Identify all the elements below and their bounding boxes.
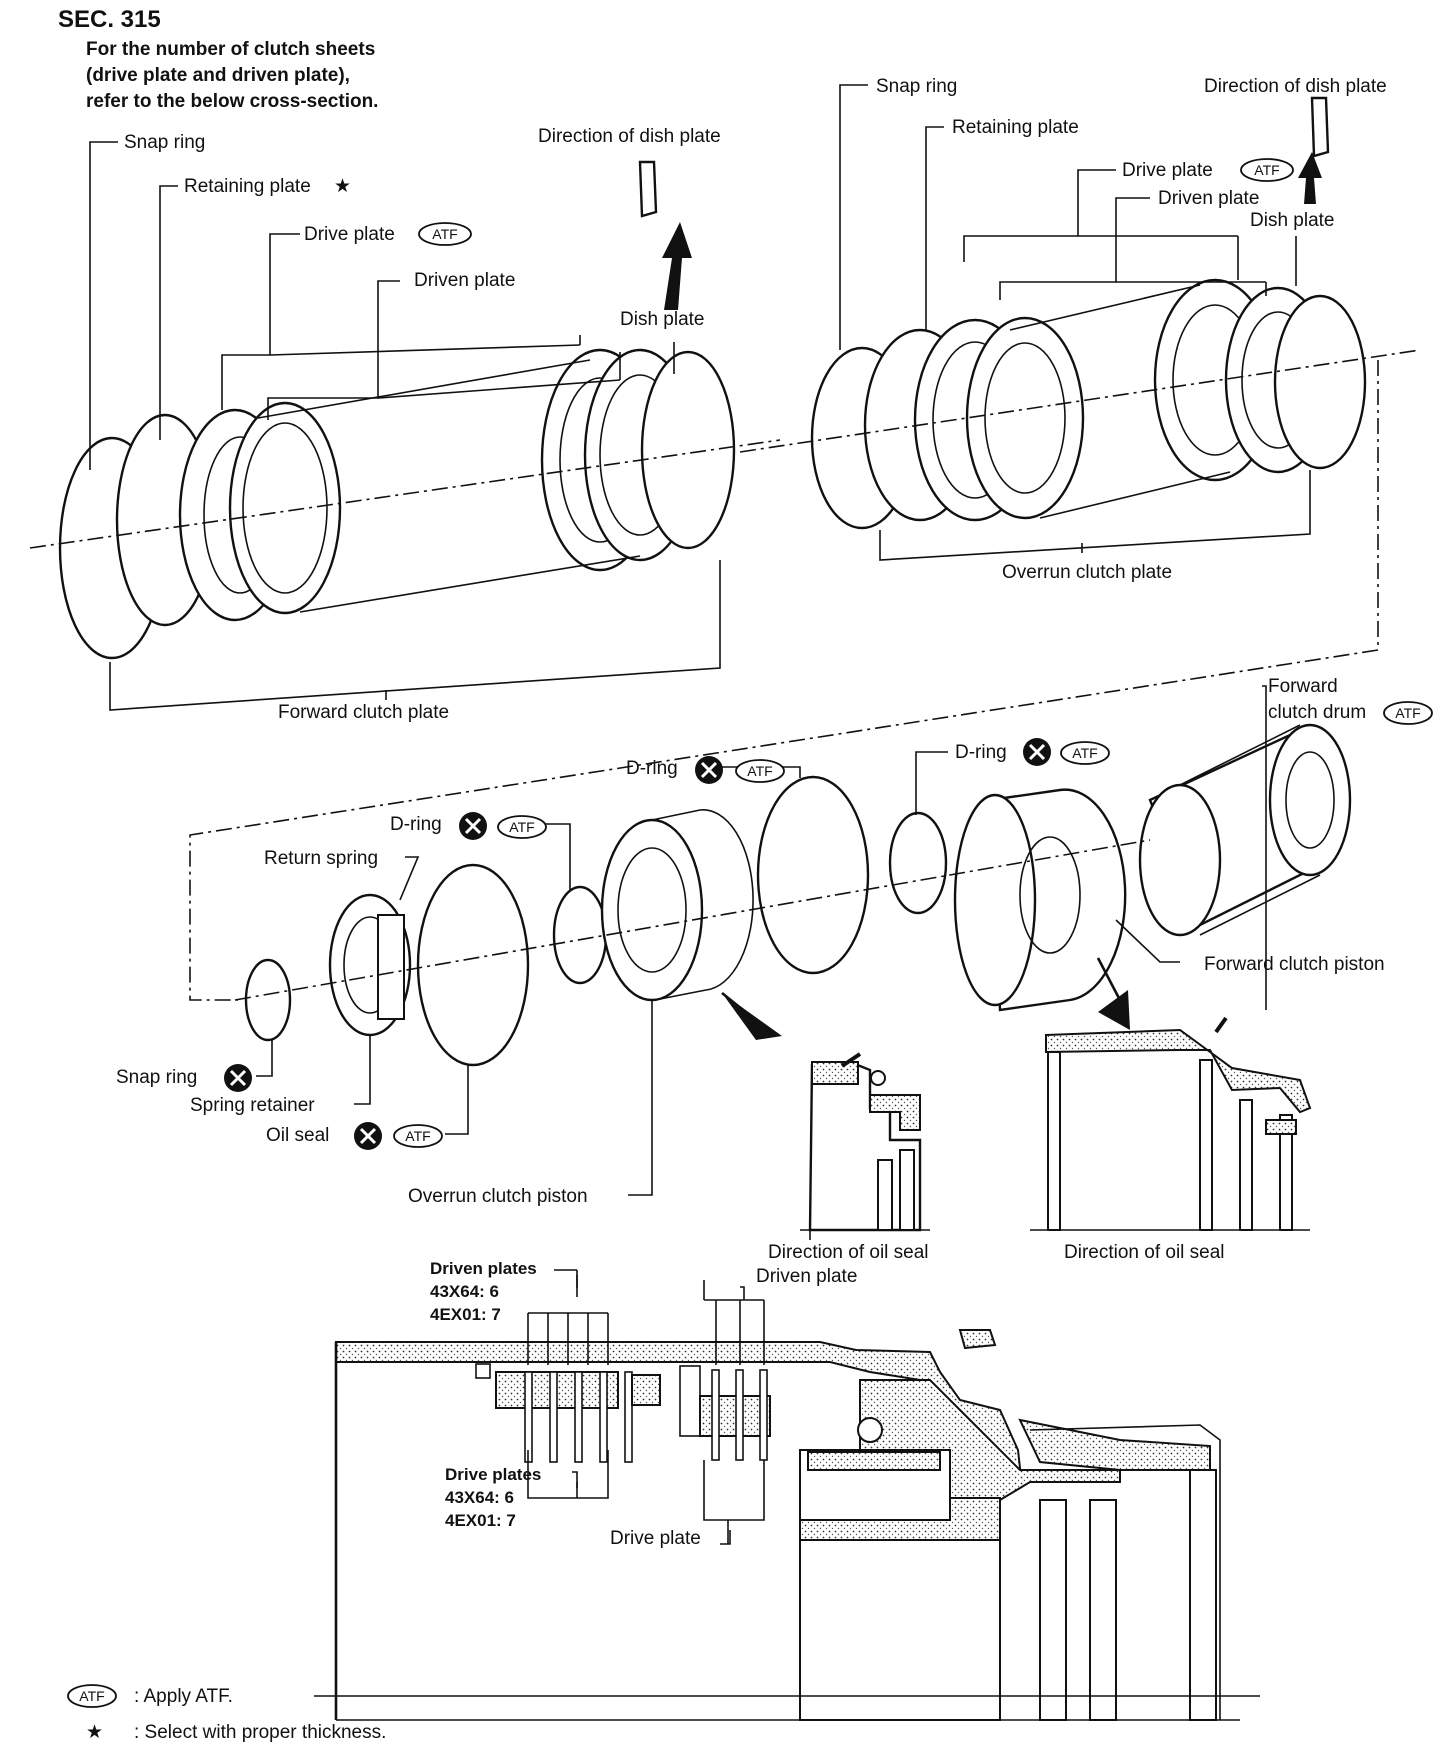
forward-clutch-plate-group: [29, 141, 781, 711]
note-line-1: For the number of clutch sheets: [86, 39, 375, 60]
spring-retainer-label: Spring retainer: [190, 1095, 315, 1116]
dish-plate-direction-icon: [638, 160, 692, 310]
section-number: SEC. 315: [58, 6, 161, 33]
forward-retaining-plate-label: Retaining plate: [184, 176, 311, 197]
x-mark-icon: [695, 756, 723, 784]
driven-plates-43x64: 43X64: 6: [430, 1282, 499, 1301]
legend-atf-description: : Apply ATF.: [134, 1686, 233, 1707]
forward-snap-ring-label: Snap ring: [124, 132, 205, 153]
overrun-direction-of-dish-plate-label: Direction of dish plate: [1204, 76, 1387, 97]
x-mark-icon: [224, 1064, 252, 1092]
d-ring-right-label: D-ring: [955, 742, 1007, 763]
return-spring-label: Return spring: [264, 848, 378, 869]
forward-clutch-plate-label: Forward clutch plate: [278, 702, 449, 723]
note-line-3: refer to the below cross-section.: [86, 91, 378, 112]
d-ring-right-part: [888, 811, 948, 915]
drum-and-pistons: [234, 685, 1352, 1196]
x-mark-icon: [459, 812, 487, 840]
driven-plates-4ex01: 4EX01: 7: [430, 1305, 501, 1324]
d-ring-left-label: D-ring: [390, 814, 442, 835]
d-ring-top-label: D-ring: [626, 758, 678, 779]
forward-clutch-piston-label: Forward clutch piston: [1204, 954, 1385, 975]
atf-badge: ATF: [1383, 701, 1433, 725]
legend-star-icon: ★: [86, 1722, 103, 1743]
x-mark-icon: [354, 1122, 382, 1150]
svg-text:ATF: ATF: [1395, 705, 1420, 721]
oil-seal-detail-left: [800, 1052, 930, 1240]
svg-text:ATF: ATF: [79, 1688, 104, 1704]
forward-clutch-drum-label-1: Forward: [1268, 676, 1338, 697]
direction-of-oil-seal-right-label: Direction of oil seal: [1064, 1242, 1225, 1263]
overrun-snap-ring-label: Snap ring: [876, 76, 957, 97]
star-mark: ★: [334, 176, 351, 197]
driven-plates-title: Driven plates: [430, 1259, 537, 1278]
oil-seal-label: Oil seal: [266, 1125, 329, 1146]
overrun-clutch-plate-group: [189, 84, 1421, 1001]
overrun-clutch-plate-label: Overrun clutch plate: [1002, 562, 1172, 583]
oil-seal-part: [416, 863, 530, 1067]
overrun-retaining-plate-label: Retaining plate: [952, 117, 1079, 138]
atf-badge: ATF: [418, 222, 472, 246]
d-ring-top-part: [756, 775, 870, 975]
driven-plate-label: Driven plate: [756, 1266, 857, 1287]
x-mark-icon: [1023, 738, 1051, 766]
drive-plates-4ex01: 4EX01: 7: [445, 1511, 516, 1530]
d-ring-left-part: [552, 885, 608, 985]
atf-badge: ATF: [1060, 741, 1110, 765]
forward-direction-of-dish-plate-label: Direction of dish plate: [538, 126, 721, 147]
atf-badge: ATF: [393, 1124, 443, 1148]
overrun-clutch-piston-label: Overrun clutch piston: [408, 1186, 588, 1207]
legend-atf-badge: ATF: [67, 1684, 117, 1708]
oil-seal-detail-right: [1030, 1016, 1312, 1231]
bottom-snap-ring-label: Snap ring: [116, 1067, 197, 1088]
svg-text:ATF: ATF: [1254, 162, 1279, 178]
dish-plate-part: [640, 350, 736, 550]
note-line-2: (drive plate and driven plate),: [86, 65, 350, 86]
svg-text:ATF: ATF: [1072, 745, 1097, 761]
overrun-dish-plate-direction-icon: [1298, 96, 1330, 204]
drive-plate-label: Drive plate: [610, 1528, 701, 1549]
overrun-clutch-piston-part: [600, 818, 704, 1002]
svg-text:ATF: ATF: [747, 763, 772, 779]
forward-drive-plate-label: Drive plate: [304, 224, 395, 245]
direction-of-oil-seal-left-label: Direction of oil seal: [768, 1242, 929, 1263]
svg-text:ATF: ATF: [432, 226, 457, 242]
overrun-driven-plate-label: Driven plate: [1158, 188, 1259, 209]
clutch-cross-section: [334, 1269, 1240, 1721]
overrun-dish-plate-label: Dish plate: [1250, 210, 1335, 231]
driven-plate-part: [228, 401, 342, 615]
drive-plates-43x64: 43X64: 6: [445, 1488, 514, 1507]
forward-clutch-drum-label-2: clutch drum: [1268, 702, 1366, 723]
svg-text:ATF: ATF: [405, 1128, 430, 1144]
legend-star-description: : Select with proper thickness.: [134, 1722, 386, 1743]
overrun-dish-plate-part: [1273, 294, 1367, 470]
snap-ring-small-part: [244, 958, 292, 1042]
forward-driven-plate-label: Driven plate: [414, 270, 515, 291]
atf-badge: ATF: [735, 759, 785, 783]
overrun-drive-plate-label: Drive plate: [1122, 160, 1213, 181]
atf-badge: ATF: [497, 815, 547, 839]
forward-drive-plates: [524, 1371, 633, 1463]
forward-dish-plate-label: Dish plate: [620, 309, 705, 330]
atf-badge: ATF: [1240, 158, 1294, 182]
drive-plates-title: Drive plates: [445, 1465, 541, 1484]
svg-text:ATF: ATF: [509, 819, 534, 835]
